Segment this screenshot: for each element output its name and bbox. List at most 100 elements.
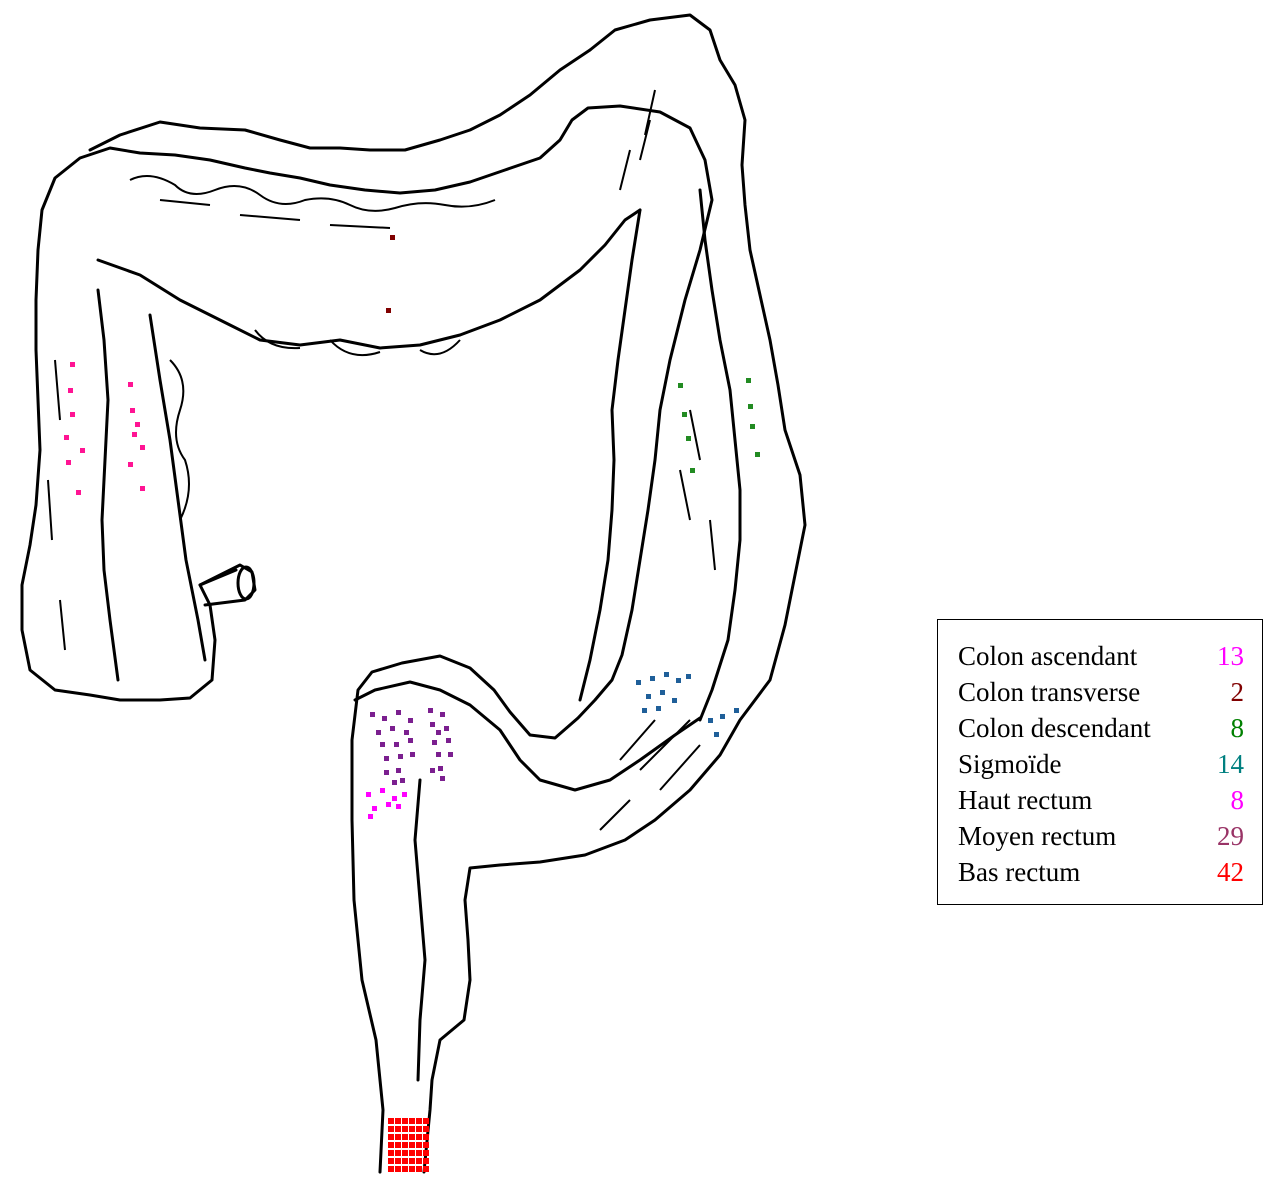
- marker-haut-rectum: [402, 792, 407, 797]
- marker-bas-rectum: [423, 1166, 429, 1172]
- marker-bas-rectum: [395, 1134, 401, 1140]
- legend-row-colon-transverse: Colon transverse 2: [958, 674, 1244, 710]
- legend-row-sigmoide: Sigmoïde 14: [958, 746, 1244, 782]
- marker-moyen-rectum: [436, 730, 441, 735]
- marker-bas-rectum: [409, 1134, 415, 1140]
- marker-moyen-rectum: [448, 752, 453, 757]
- marker-sigmoide: [720, 714, 725, 719]
- legend-count: 42: [1217, 854, 1244, 890]
- marker-moyen-rectum: [396, 768, 401, 773]
- marker-bas-rectum: [388, 1142, 394, 1148]
- marker-bas-rectum: [416, 1150, 422, 1156]
- legend-label: Colon descendant: [958, 710, 1151, 746]
- marker-bas-rectum: [416, 1126, 422, 1132]
- marker-bas-rectum: [395, 1118, 401, 1124]
- marker-colon-ascendant: [128, 382, 133, 387]
- marker-moyen-rectum: [440, 776, 445, 781]
- marker-moyen-rectum: [384, 756, 389, 761]
- marker-moyen-rectum: [394, 742, 399, 747]
- legend-label: Moyen rectum: [958, 818, 1116, 854]
- marker-moyen-rectum: [376, 730, 381, 735]
- marker-bas-rectum: [409, 1142, 415, 1148]
- marker-moyen-rectum: [400, 778, 405, 783]
- marker-colon-ascendant: [140, 445, 145, 450]
- legend-count: 14: [1217, 746, 1244, 782]
- marker-bas-rectum: [388, 1118, 394, 1124]
- marker-sigmoide: [660, 690, 665, 695]
- marker-sigmoide: [636, 680, 641, 685]
- legend-box: Colon ascendant 13 Colon transverse 2 Co…: [937, 619, 1263, 905]
- marker-bas-rectum: [409, 1166, 415, 1172]
- marker-moyen-rectum: [392, 780, 397, 785]
- marker-bas-rectum: [395, 1142, 401, 1148]
- marker-sigmoide: [714, 732, 719, 737]
- marker-bas-rectum: [395, 1166, 401, 1172]
- marker-colon-descendant: [755, 452, 760, 457]
- marker-colon-descendant: [750, 424, 755, 429]
- marker-haut-rectum: [392, 796, 397, 801]
- marker-bas-rectum: [402, 1134, 408, 1140]
- marker-colon-ascendant: [68, 388, 73, 393]
- marker-sigmoide: [642, 708, 647, 713]
- marker-bas-rectum: [409, 1118, 415, 1124]
- marker-haut-rectum: [380, 788, 385, 793]
- marker-moyen-rectum: [432, 740, 437, 745]
- marker-bas-rectum: [388, 1158, 394, 1164]
- marker-bas-rectum: [423, 1134, 429, 1140]
- marker-bas-rectum: [409, 1150, 415, 1156]
- marker-sigmoide: [650, 676, 655, 681]
- legend-row-colon-descendant: Colon descendant 8: [958, 710, 1244, 746]
- legend-count: 29: [1217, 818, 1244, 854]
- legend-row-bas-rectum: Bas rectum 42: [958, 854, 1244, 890]
- legend-count: 8: [1231, 782, 1245, 818]
- marker-colon-descendant: [746, 378, 751, 383]
- marker-moyen-rectum: [390, 726, 395, 731]
- marker-bas-rectum: [402, 1142, 408, 1148]
- marker-bas-rectum: [409, 1158, 415, 1164]
- colon-outline: [22, 15, 805, 1172]
- marker-colon-descendant: [690, 468, 695, 473]
- marker-moyen-rectum: [436, 752, 441, 757]
- marker-moyen-rectum: [398, 754, 403, 759]
- marker-moyen-rectum: [408, 718, 413, 723]
- marker-bas-rectum: [395, 1158, 401, 1164]
- marker-bas-rectum: [423, 1126, 429, 1132]
- marker-sigmoide: [734, 708, 739, 713]
- marker-bas-rectum: [423, 1142, 429, 1148]
- legend-count: 8: [1231, 710, 1245, 746]
- marker-sigmoide: [646, 694, 651, 699]
- marker-moyen-rectum: [428, 708, 433, 713]
- marker-colon-ascendant: [130, 408, 135, 413]
- marker-sigmoide: [686, 674, 691, 679]
- marker-moyen-rectum: [430, 768, 435, 773]
- legend-label: Colon ascendant: [958, 638, 1137, 674]
- marker-bas-rectum: [416, 1158, 422, 1164]
- colon-diagram: [0, 0, 920, 1177]
- marker-sigmoide: [708, 718, 713, 723]
- marker-colon-ascendant: [80, 448, 85, 453]
- marker-bas-rectum: [402, 1118, 408, 1124]
- marker-colon-ascendant: [64, 435, 69, 440]
- marker-colon-transverse: [390, 235, 395, 240]
- marker-haut-rectum: [386, 802, 391, 807]
- legend-row-haut-rectum: Haut rectum 8: [958, 782, 1244, 818]
- marker-moyen-rectum: [440, 712, 445, 717]
- marker-haut-rectum: [366, 792, 371, 797]
- marker-bas-rectum: [402, 1158, 408, 1164]
- marker-bas-rectum: [402, 1166, 408, 1172]
- marker-bas-rectum: [416, 1134, 422, 1140]
- marker-colon-ascendant: [140, 486, 145, 491]
- marker-bas-rectum: [423, 1158, 429, 1164]
- marker-colon-descendant: [682, 412, 687, 417]
- marker-bas-rectum: [388, 1134, 394, 1140]
- marker-moyen-rectum: [382, 716, 387, 721]
- marker-colon-descendant: [686, 436, 691, 441]
- marker-bas-rectum: [388, 1126, 394, 1132]
- legend-label: Bas rectum: [958, 854, 1080, 890]
- marker-moyen-rectum: [384, 770, 389, 775]
- marker-haut-rectum: [368, 814, 373, 819]
- marker-colon-transverse: [386, 308, 391, 313]
- marker-colon-ascendant: [70, 412, 75, 417]
- marker-haut-rectum: [372, 806, 377, 811]
- legend-row-moyen-rectum: Moyen rectum 29: [958, 818, 1244, 854]
